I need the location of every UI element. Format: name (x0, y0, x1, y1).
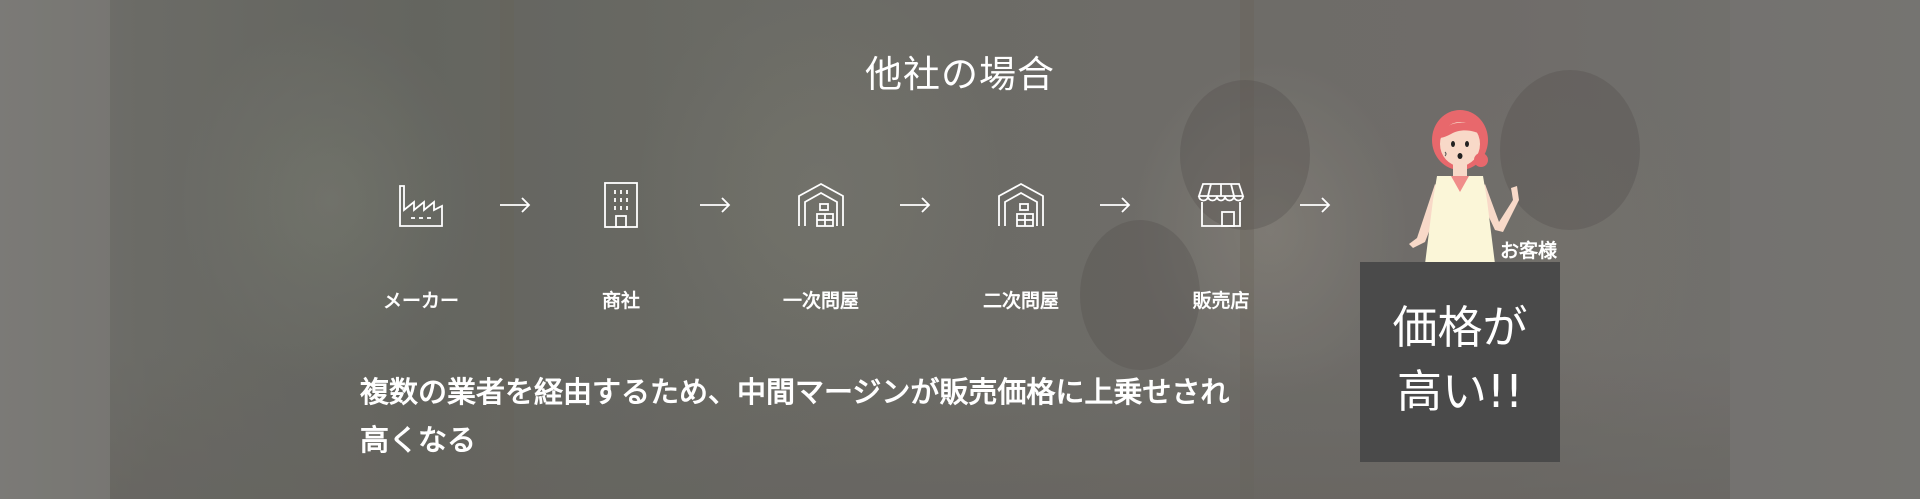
warehouse-icon (998, 182, 1044, 227)
right-arrow-icon (500, 197, 531, 213)
right-arrow-icon (1300, 197, 1331, 213)
right-arrow-icon (700, 197, 731, 213)
explanation-line: 複数の業者を経由するため、中間マージンが販売価格に上乗せされ (360, 375, 1230, 409)
flow-step-label: 一次問屋 (782, 290, 859, 312)
flow-step-trading-company: 商社 (546, 180, 696, 312)
flow-step-label: 商社 (601, 290, 640, 312)
flow-step-primary-wholesaler: 一次問屋 (746, 180, 896, 312)
factory-icon (399, 185, 443, 227)
flow-step-retailer: 販売店 (1146, 180, 1296, 312)
storefront-icon (1197, 183, 1245, 227)
flow-step-label: 二次問屋 (982, 290, 1059, 312)
flow-step-secondary-wholesaler: 二次問屋 (946, 180, 1096, 312)
flow-step-label: メーカー (382, 290, 459, 312)
price-callout-line: 価格が (1392, 301, 1528, 354)
right-arrow-icon (900, 197, 931, 213)
explanation-text: 複数の業者を経由するため、中間マージンが販売価格に上乗せされ 高くなる (360, 368, 1300, 464)
customer-illustration (1409, 110, 1519, 264)
price-callout-line: 高い!! (1396, 365, 1524, 418)
office-building-icon (604, 182, 638, 228)
flow-step-label: 販売店 (1192, 290, 1250, 312)
customer-label: お客様 (1500, 240, 1558, 262)
flow-step-maker: メーカー (346, 180, 496, 312)
right-arrow-icon (1100, 197, 1131, 213)
warehouse-icon (798, 182, 844, 227)
section-title: 他社の場合 (865, 53, 1055, 96)
explanation-line: 高くなる (360, 423, 477, 457)
price-callout-box: 価格が 高い!! (1360, 262, 1560, 462)
